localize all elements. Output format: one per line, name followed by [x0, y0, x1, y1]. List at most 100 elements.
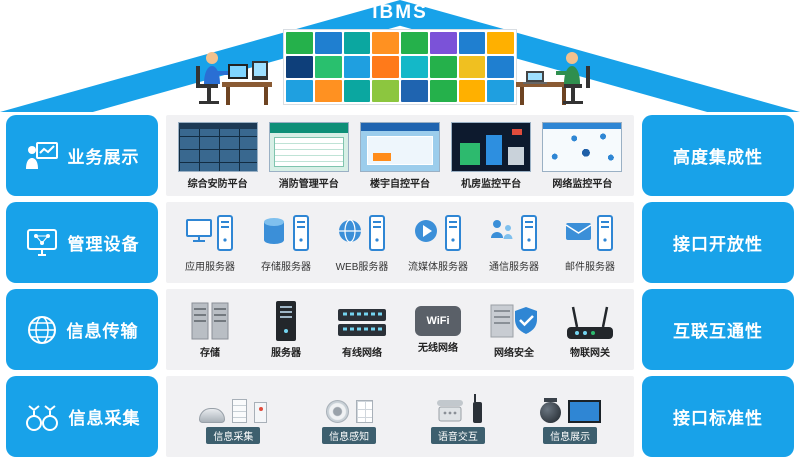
server-caption: 邮件服务器 [565, 262, 615, 273]
app-tile [458, 56, 486, 78]
row-business-display: 业务展示 综合安防平台 消防管理平台 楼宇自控平台 机房监控平台 [6, 115, 794, 196]
streaming-server-icon [415, 215, 461, 251]
network-topology-thumbnail [542, 121, 623, 172]
row-label-information-transmission: 信息传输 [6, 289, 158, 370]
mail-server-icon [565, 215, 613, 251]
business-display-screenshots: 综合安防平台 消防管理平台 楼宇自控平台 机房监控平台 网络监控平台 [166, 115, 634, 196]
app-tile [286, 80, 313, 102]
storage-server-icon [264, 215, 309, 251]
screenshot-caption: 消防管理平台 [278, 178, 339, 190]
smoke-detector-icon [199, 408, 226, 423]
group-caption: 语音交互 [430, 427, 485, 444]
screenshot-fire-platform: 消防管理平台 [267, 121, 351, 190]
screenshot-caption: 综合安防平台 [187, 178, 248, 190]
wifi-badge: WiFi [415, 305, 461, 336]
group-caption: 信息展示 [543, 427, 598, 444]
display-monitor-icon [567, 400, 601, 423]
sensors-icon [25, 404, 58, 431]
app-tile [314, 32, 342, 54]
row-management-equipment: 管理设备 应用服务器 [6, 202, 794, 283]
row-label-interface-openness: 接口开放性 [642, 202, 794, 283]
network-security: 网络安全 [479, 301, 549, 359]
device-caption: 存储 [200, 347, 220, 359]
app-tile [429, 80, 457, 102]
app-tile [372, 32, 399, 54]
device-caption: 有线网络 [342, 347, 382, 359]
application-server: 应用服务器 [174, 212, 246, 273]
monitor-network-icon [26, 228, 57, 256]
server-caption: 流媒体服务器 [408, 262, 468, 273]
building-automation-thumbnail [359, 121, 440, 172]
server-icons-strip: 应用服务器 存储服务器 [166, 202, 634, 283]
telephone-icon [436, 400, 463, 422]
group-icons [325, 389, 373, 423]
server-caption: 应用服务器 [185, 262, 235, 273]
group-icons [434, 389, 482, 423]
app-tile [286, 56, 313, 78]
app-tile [286, 32, 313, 54]
row-label-management-equipment: 管理设备 [6, 202, 158, 283]
group-caption: 信息采集 [206, 427, 261, 444]
sensor-panel-icon [355, 400, 373, 423]
screenshot-network-platform: 网络监控平台 [540, 121, 624, 190]
gateway-router-icon [567, 306, 613, 339]
app-tile [458, 32, 486, 54]
row-information-collection: 信息采集 信息采集 信息感知 [6, 376, 794, 457]
device-caption: 服务器 [271, 347, 301, 359]
screenshot-bas-platform: 楼宇自控平台 [358, 121, 442, 190]
app-tile [314, 80, 342, 102]
row-label-interconnectivity: 互联互通性 [642, 289, 794, 370]
app-tile [401, 80, 428, 102]
globe-icon [27, 315, 56, 344]
dome-camera-icon [539, 398, 561, 423]
group-information-collection: 信息采集 [199, 389, 268, 444]
row-label-business-display: 业务展示 [6, 115, 158, 196]
server-tower: 服务器 [251, 300, 321, 359]
screenshot-caption: 网络监控平台 [552, 178, 613, 190]
row-left-title: 信息传输 [66, 322, 139, 341]
streaming-server: 流媒体服务器 [402, 212, 474, 273]
app-tile [343, 80, 371, 102]
wall-sensor-icon [232, 399, 248, 423]
operator-left-illustration [196, 52, 272, 105]
communication-server: 通信服务器 [478, 212, 550, 273]
row-left-title: 信息采集 [68, 409, 141, 428]
app-tile [314, 56, 342, 78]
network-switch-icon [338, 308, 386, 336]
screenshot-serverroom-platform: 机房监控平台 [449, 121, 533, 190]
app-tile [401, 56, 428, 78]
web-server-icon [339, 215, 385, 251]
device-caption: 物联网关 [570, 347, 610, 359]
app-tile [372, 56, 399, 78]
app-tile [343, 32, 371, 54]
screenshot-caption: 机房监控平台 [461, 178, 522, 190]
row-right-title: 接口开放性 [673, 235, 763, 254]
ceiling-detector-icon [325, 400, 349, 423]
app-tile [487, 32, 514, 54]
server-caption: WEB服务器 [335, 262, 389, 273]
row-information-transmission: 信息传输 存储 服务器 [6, 289, 794, 370]
storage-server: 存储服务器 [250, 212, 322, 273]
group-information-display: 信息展示 [539, 389, 601, 444]
storage-cabinets-icon [191, 302, 229, 339]
app-tile [372, 80, 399, 102]
server-room-thumbnail [451, 121, 532, 172]
app-tile [487, 56, 514, 78]
app-tile [343, 56, 371, 78]
network-icons-strip: 存储 服务器 有线网络 [166, 289, 634, 370]
row-label-high-integration: 高度集成性 [642, 115, 794, 196]
screenshot-caption: 楼宇自控平台 [369, 178, 430, 190]
wired-network-switch: 有线网络 [327, 301, 397, 359]
communication-server-icon [491, 215, 537, 251]
row-label-interface-standardization: 接口标准性 [642, 376, 794, 457]
row-label-information-collection: 信息采集 [6, 376, 158, 457]
group-icons [199, 389, 268, 423]
rows: 业务展示 综合安防平台 消防管理平台 楼宇自控平台 机房监控平台 [0, 112, 800, 457]
app-tile [487, 80, 514, 102]
operator-right-illustration [516, 52, 590, 105]
row-left-title: 管理设备 [67, 235, 140, 254]
group-icons [539, 389, 601, 423]
mail-server: 邮件服务器 [554, 212, 626, 273]
row-right-title: 高度集成性 [673, 148, 763, 167]
